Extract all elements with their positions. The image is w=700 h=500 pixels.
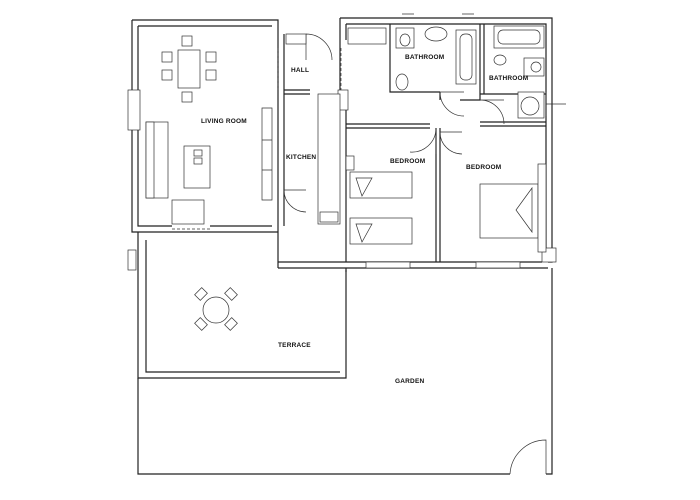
double-bed-cover [515,186,533,234]
bedroom-1-furniture [345,155,413,245]
shower-drain [520,96,540,116]
dining-chair [161,51,173,63]
wardrobe [537,163,547,253]
kitchen-hall-partition [284,89,310,95]
window-terrace-west [127,249,137,271]
kitchen-fittings [285,33,341,225]
dining-chair [161,69,173,81]
label-living-room: LIVING ROOM [201,118,247,125]
bedroom-2-furniture [479,163,547,253]
window-living-west [127,89,141,131]
toilet-1-bowl [399,33,411,47]
kitchen-door [283,189,307,213]
label-garden: GARDEN [395,378,424,385]
label-kitchen: KITCHEN [286,154,316,161]
terrace-table [202,296,230,324]
label-hall: HALL [291,67,309,74]
terrace-chair [194,287,208,301]
kitchen-counter [317,93,341,225]
dining-chair [205,69,217,81]
single-bed [349,171,413,199]
single-bed-cover [355,223,373,243]
window-bed1-south [365,261,411,269]
living-room-walls [131,19,279,233]
label-bathroom-1: BATHROOM [405,54,444,61]
window-bed2-south [475,261,521,269]
bathroom-fixtures [347,25,545,119]
living-furniture [145,35,273,225]
garden-boundary [137,268,553,475]
label-bathroom-2: BATHROOM [489,75,528,82]
dining-chair [205,51,217,63]
sink-1 [424,26,448,42]
terrace-chair [224,317,238,331]
window-bath-east [545,92,566,116]
coffee-table-item [193,157,203,165]
exterior-walls [131,17,553,269]
bath-vanity [347,27,387,45]
dining-table [177,49,201,89]
single-bed [349,217,413,245]
media-unit [261,107,273,201]
kitchen-west-wall [277,32,285,268]
kitchen-hob [319,211,339,223]
bedroom-2-door [439,131,463,155]
garden-area [137,268,553,475]
terrace-boundary [137,232,347,379]
label-terrace: TERRACE [278,342,311,349]
sink-2 [493,54,507,66]
bedside-table [345,155,355,171]
hall-east-wall [339,18,347,262]
terrace-area [137,228,347,379]
hall-opening [277,48,342,90]
bathroom-door [439,91,465,117]
toilet-2-bowl [530,61,542,73]
bathtub-1-inner [459,33,473,81]
label-bedroom-2: BEDROOM [466,164,501,171]
dining-chair [181,35,193,47]
armchair [171,199,205,225]
label-bedroom-1: BEDROOM [390,158,425,165]
terrace-chair [194,317,208,331]
sofa-back [145,121,155,199]
coffee-table-item [193,149,203,157]
bedroom-1-door [409,127,437,154]
single-bed-cover [355,177,373,197]
dining-chair [181,91,193,103]
bidet-1 [395,73,409,91]
bedroom-partition [346,121,546,262]
bathtub-2-inner [497,29,541,45]
bathroom-2-door [479,99,505,125]
room-labels: LIVING ROOM HALL KITCHEN BATHROOM BATHRO… [201,54,528,385]
entrance-door [305,33,333,61]
windows [127,13,566,271]
terrace-chair [224,287,238,301]
garden-gate [509,439,547,475]
hall-cupboard [285,33,307,45]
